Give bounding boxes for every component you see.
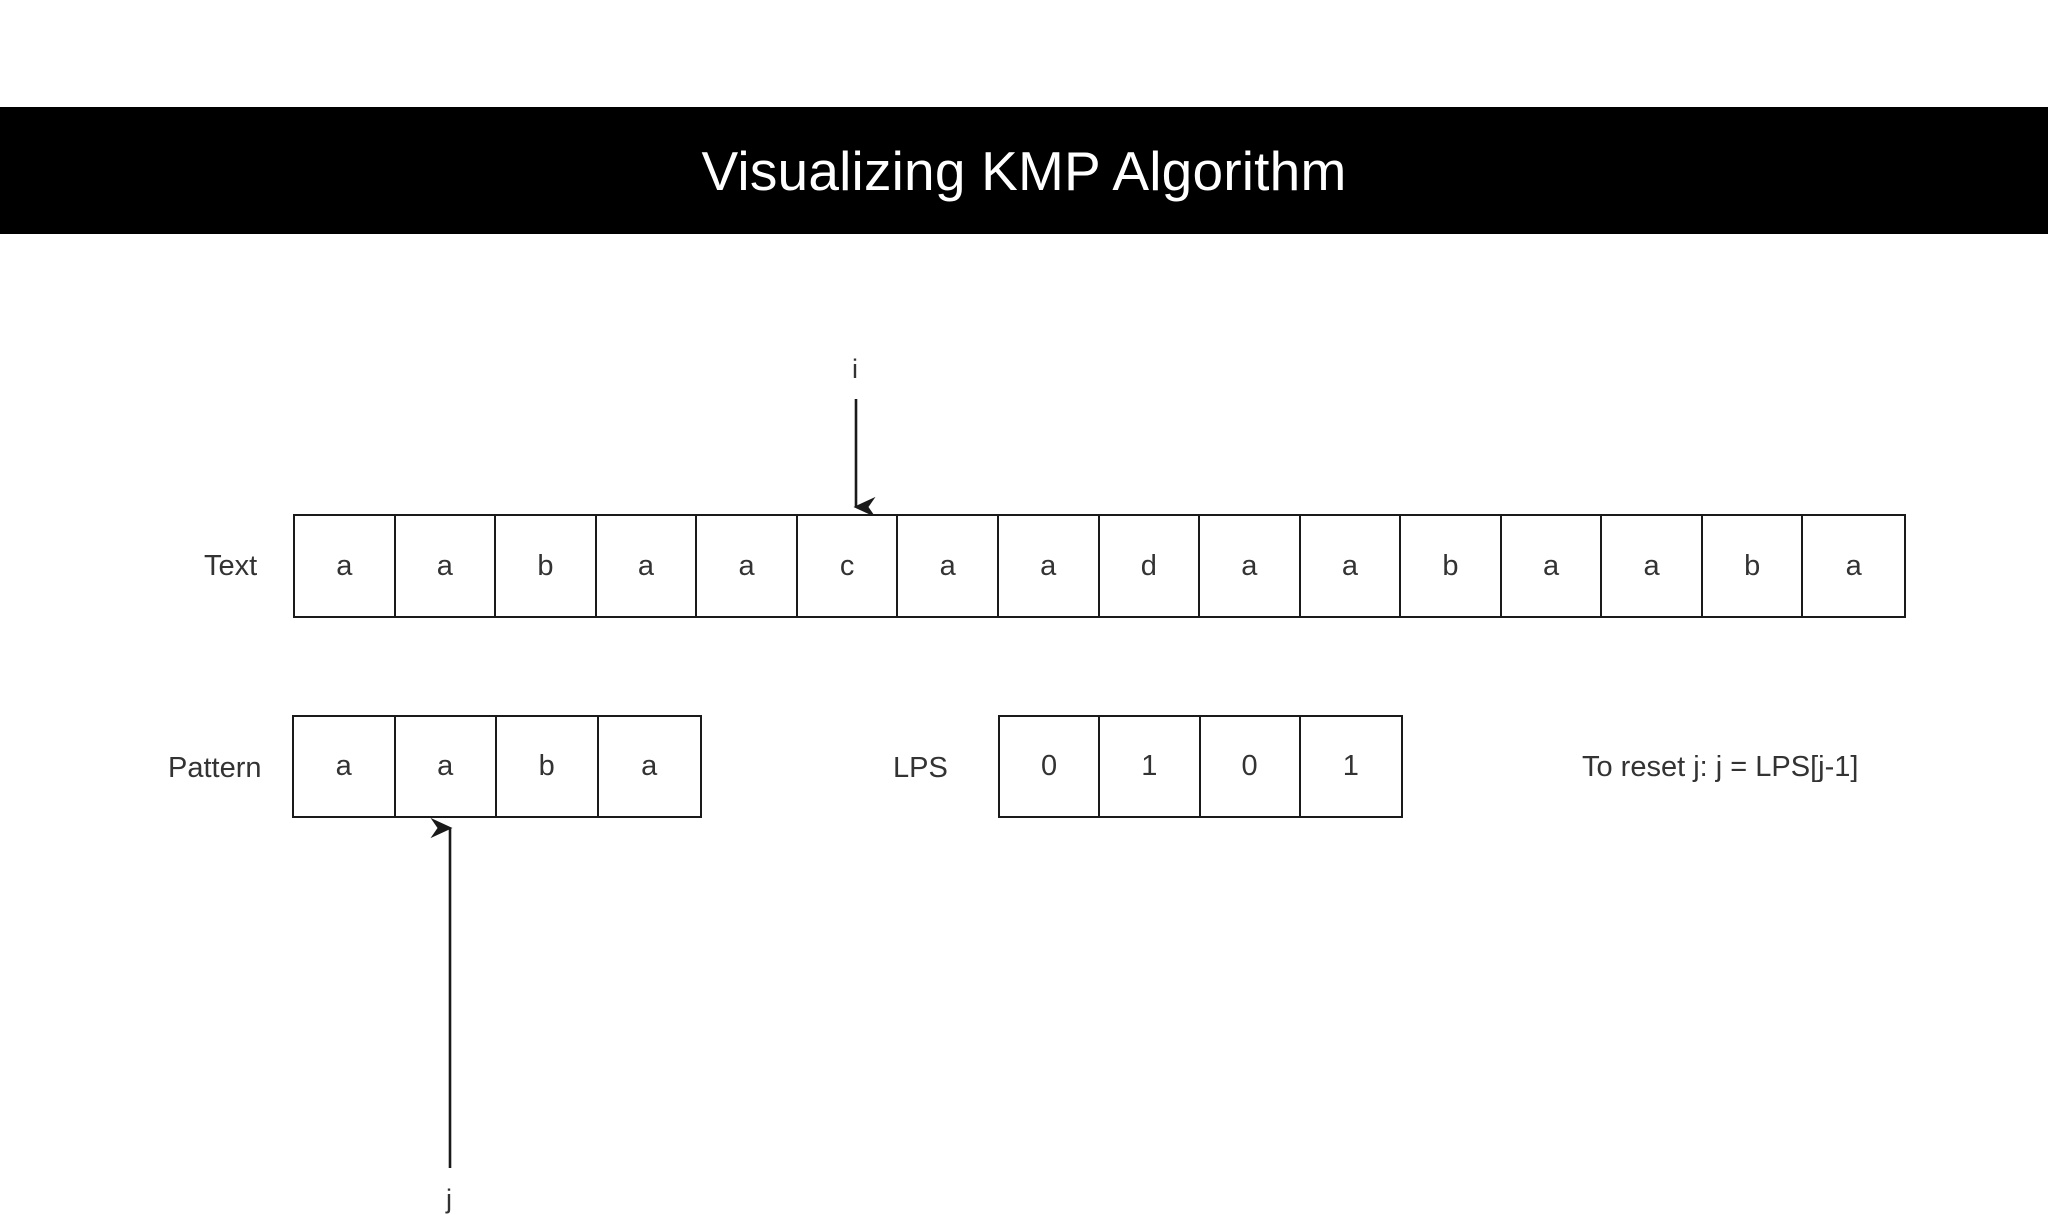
pattern-cell: a bbox=[395, 717, 497, 816]
kmp-diagram-canvas: i Text a a b a a c a a d a a b a a b a P… bbox=[0, 234, 2048, 1214]
text-cell: b bbox=[1702, 516, 1804, 616]
text-cell: a bbox=[1602, 516, 1703, 616]
text-cell: a bbox=[1501, 516, 1603, 616]
text-cell: a bbox=[697, 516, 798, 616]
text-cell: a bbox=[596, 516, 698, 616]
text-cell: a bbox=[1300, 516, 1402, 616]
pattern-cell: b bbox=[497, 717, 599, 816]
text-cell: a bbox=[1803, 516, 1904, 616]
text-cell: b bbox=[1401, 516, 1502, 616]
lps-cell: 0 bbox=[1200, 717, 1301, 816]
text-cell: d bbox=[1099, 516, 1201, 616]
lps-cell: 0 bbox=[1000, 717, 1101, 816]
lps-cell: 1 bbox=[1300, 717, 1401, 816]
reset-j-annotation: To reset j: j = LPS[j-1] bbox=[1582, 751, 1859, 783]
pointer-arrow-j-icon bbox=[430, 817, 453, 1168]
pattern-row-label: Pattern bbox=[168, 752, 262, 784]
lps-row-label: LPS bbox=[893, 752, 948, 784]
pattern-cell: a bbox=[598, 717, 700, 816]
text-cell: c bbox=[797, 516, 899, 616]
title-banner: Visualizing KMP Algorithm bbox=[0, 107, 2048, 234]
text-row-strip: a a b a a c a a d a a b a a b a bbox=[293, 514, 1906, 618]
pattern-cell: a bbox=[294, 717, 396, 816]
pointer-arrow-i-icon bbox=[853, 399, 876, 518]
pointer-label-j: j bbox=[446, 1184, 452, 1214]
lps-row-strip: 0 1 0 1 bbox=[998, 715, 1403, 818]
text-cell: a bbox=[1200, 516, 1301, 616]
text-cell: a bbox=[395, 516, 497, 616]
lps-cell: 1 bbox=[1100, 717, 1201, 816]
pointer-label-i: i bbox=[852, 354, 858, 384]
text-cell: a bbox=[998, 516, 1100, 616]
text-cell: a bbox=[295, 516, 396, 616]
text-cell: a bbox=[898, 516, 999, 616]
page-title: Visualizing KMP Algorithm bbox=[701, 139, 1347, 202]
text-row-label: Text bbox=[204, 550, 258, 582]
pattern-row-strip: a a b a bbox=[292, 715, 702, 818]
text-cell: b bbox=[496, 516, 597, 616]
